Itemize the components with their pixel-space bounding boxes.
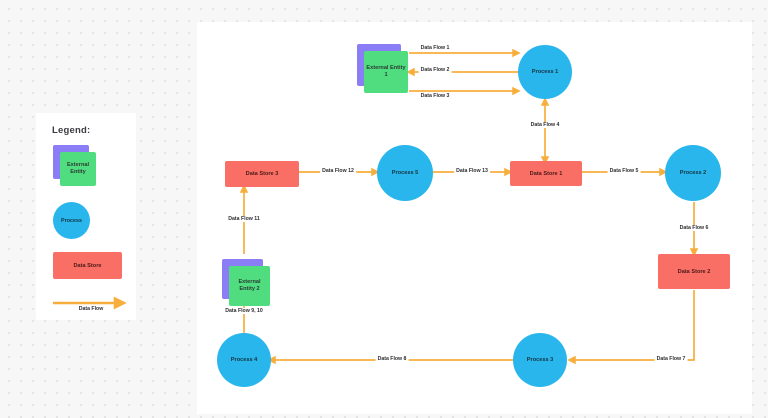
node-external-entity-2[interactable]: External Entity 2 [222,259,270,306]
flow-label-data-flow-5: Data Flow 5 [607,168,641,174]
flow-label-data-flow-8: Data Flow 8 [375,356,409,362]
node-data-store-3[interactable]: Data Store 3 [225,161,299,187]
legend-title: Legend: [52,125,91,136]
flow-label-data-flow-9-10: Data Flow 9, 10 [223,308,265,314]
flow-label-data-flow-12: Data Flow 12 [320,168,356,174]
flow-label-data-flow-4: Data Flow 4 [528,122,562,128]
node-data-store-2[interactable]: Data Store 2 [658,254,730,289]
legend-swatch-external-entity: External Entity [53,145,96,186]
legend-label-data-flow: Data Flow [78,306,104,312]
node-process-4[interactable]: Process 4 [217,333,271,387]
flow-label-data-flow-3: Data Flow 3 [418,93,452,99]
flow-label-data-flow-6: Data Flow 6 [677,225,711,231]
flow-label-data-flow-7: Data Flow 7 [654,356,688,362]
external-entity-front-plate: External Entity 1 [364,51,408,93]
external-entity-front-plate: External Entity [60,152,96,186]
node-label-process-1: Process 1 [531,69,559,75]
node-data-store-1[interactable]: Data Store 1 [510,161,582,186]
diagram-canvas[interactable]: External Entity 1 Process 1 Data Store 1… [197,22,752,414]
node-label-process-4: Process 4 [230,357,258,363]
node-label-data-store-2: Data Store 2 [677,268,711,275]
node-external-entity-1[interactable]: External Entity 1 [357,44,408,93]
external-entity-front-plate: External Entity 2 [229,266,270,306]
legend-panel: Legend: External Entity Process Data Sto… [36,113,136,320]
legend-swatch-data-flow: Data Flow [50,295,132,317]
node-process-5[interactable]: Process 5 [377,145,433,201]
node-process-2[interactable]: Process 2 [665,145,721,201]
node-label-process-5: Process 5 [391,170,419,176]
node-label-process-2: Process 2 [679,170,707,176]
node-process-3[interactable]: Process 3 [513,333,567,387]
legend-label-data-store: Data Store [73,262,102,269]
node-label-external-entity-2: External Entity 2 [238,279,261,292]
legend-label-external-entity: External Entity [66,162,90,175]
flow-label-data-flow-2: Data Flow 2 [418,67,452,73]
legend-label-process: Process [61,217,82,224]
node-label-data-store-3: Data Store 3 [245,171,279,177]
flow-label-data-flow-1: Data Flow 1 [418,45,452,51]
node-process-1[interactable]: Process 1 [518,45,572,99]
node-label-data-store-1: Data Store 1 [529,170,563,177]
flow-label-data-flow-11: Data Flow 11 [226,216,262,222]
legend-swatch-data-store: Data Store [53,252,122,279]
flow-label-data-flow-13: Data Flow 13 [454,168,490,174]
data-flow-arrow-icon [53,296,127,310]
legend-swatch-process: Process [53,202,90,239]
connector-data-flow-7 [567,290,695,365]
node-label-process-3: Process 3 [526,357,554,363]
node-label-external-entity-1: External Entity 1 [366,65,406,78]
